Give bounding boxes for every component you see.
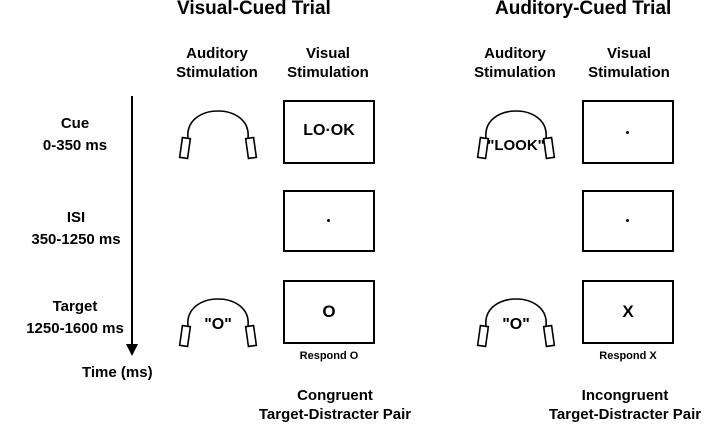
cue-screen-visual-trial: LO·OK: [283, 100, 375, 164]
headphones-icon: [178, 298, 258, 348]
cue-screen-auditory-trial: [582, 100, 674, 164]
visual-trial-title: Visual-Cued Trial: [177, 0, 331, 19]
visual-stimulation-header-visual-trial: Visual Stimulation: [273, 44, 383, 82]
row-label-cue: Cue 0-350 ms: [20, 113, 130, 157]
target-screen-text: O: [322, 302, 336, 321]
row-label-target: Target 1250-1600 ms: [10, 296, 140, 340]
target-sound-text-auditory-trial: "O": [502, 316, 530, 333]
headphones-icon: [476, 298, 556, 348]
headphones-icon: [178, 110, 258, 160]
target-sound-text-visual-trial: "O": [204, 316, 232, 333]
target-screen-visual-trial: O: [283, 280, 375, 344]
cue-sound-text-auditory-trial: "LOOK": [487, 137, 545, 154]
header-line: Auditory: [186, 45, 248, 62]
headphones-icon: [476, 110, 556, 160]
caption-line: Incongruent: [581, 387, 669, 404]
row-label-isi: ISI 350-1250 ms: [16, 207, 136, 251]
header-line: Auditory: [484, 45, 546, 62]
header-line: Stimulation: [176, 64, 258, 81]
auditory-trial-title: Auditory-Cued Trial: [495, 0, 672, 19]
caption-auditory-trial: Incongruent Target-Distracter Pair: [525, 386, 720, 424]
fixation-dot: [626, 131, 629, 134]
fixation-dot: [327, 219, 330, 222]
caption-line: Target-Distracter Pair: [548, 406, 702, 423]
header-line: Visual: [607, 45, 651, 62]
caption-visual-trial: Congruent Target-Distracter Pair: [235, 386, 435, 424]
row-name: Target: [52, 298, 98, 315]
response-auditory-trial: Respond X: [599, 350, 657, 362]
auditory-stimulation-header-auditory-trial: Auditory Stimulation: [460, 44, 570, 82]
target-screen-auditory-trial: X: [582, 280, 674, 344]
row-time: 0-350 ms: [42, 137, 108, 154]
down-arrow-icon: [126, 96, 138, 356]
row-time: 1250-1600 ms: [26, 320, 124, 337]
row-name: Cue: [60, 115, 90, 132]
time-axis-label: Time (ms): [82, 364, 153, 381]
caption-line: Congruent: [297, 387, 373, 404]
row-name: ISI: [66, 209, 86, 226]
visual-stimulation-header-auditory-trial: Visual Stimulation: [574, 44, 684, 82]
target-screen-text: X: [622, 302, 634, 321]
header-line: Visual: [306, 45, 350, 62]
row-time: 350-1250 ms: [31, 231, 121, 248]
isi-screen-visual-trial: [283, 190, 375, 252]
auditory-stimulation-header-visual-trial: Auditory Stimulation: [162, 44, 272, 82]
isi-screen-auditory-trial: [582, 190, 674, 252]
header-line: Stimulation: [474, 64, 556, 81]
response-visual-trial: Respond O: [299, 350, 359, 362]
header-line: Stimulation: [287, 64, 369, 81]
header-line: Stimulation: [588, 64, 670, 81]
caption-line: Target-Distracter Pair: [258, 406, 412, 423]
fixation-dot: [626, 219, 629, 222]
cue-screen-text: LO·OK: [303, 122, 355, 139]
